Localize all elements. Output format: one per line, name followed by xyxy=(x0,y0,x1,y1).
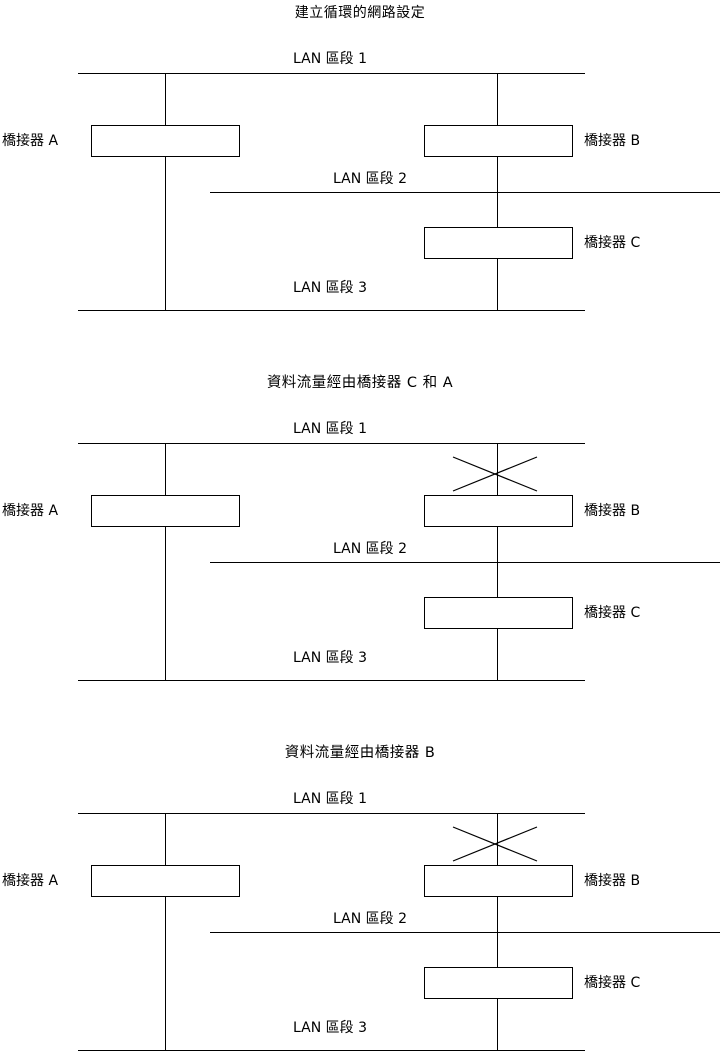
lan-segment-2-label: LAN 區段 2 xyxy=(333,911,407,927)
bridge-b-label: 橋接器 B xyxy=(584,873,641,889)
lan-segment-3-label: LAN 區段 3 xyxy=(293,280,367,296)
panel-title: 建立循環的網路設定 xyxy=(294,5,426,21)
bridge-b-link-line xyxy=(497,73,498,310)
bridge-b-label: 橋接器 B xyxy=(584,133,641,149)
diagram-panel-2: 資料流量經由橋接器 C 和 A LAN 區段 1 橋接器 A 橋接器 B LAN… xyxy=(0,370,720,740)
bridge-a-label: 橋接器 A xyxy=(2,503,59,519)
lan-segment-1-bus xyxy=(78,813,585,814)
lan-segment-1-label: LAN 區段 1 xyxy=(293,421,367,437)
blocked-link-x-icon xyxy=(452,455,538,493)
bridge-c-label: 橋接器 C xyxy=(584,975,641,991)
bridge-b-box xyxy=(424,865,573,897)
lan-segment-3-bus xyxy=(78,310,585,311)
lan-segment-1-bus xyxy=(78,443,585,444)
lan-segment-1-bus xyxy=(78,73,585,74)
lan-segment-1-label: LAN 區段 1 xyxy=(293,51,367,67)
bridge-a-box xyxy=(91,125,240,157)
bridge-b-link-line xyxy=(497,813,498,1050)
bridge-a-label: 橋接器 A xyxy=(2,133,59,149)
lan-segment-1-label: LAN 區段 1 xyxy=(293,791,367,807)
bridge-a-box xyxy=(91,865,240,897)
panel-title: 資料流量經由橋接器 B xyxy=(284,745,436,761)
bridge-a-link-line xyxy=(165,813,166,1050)
lan-segment-3-label: LAN 區段 3 xyxy=(293,1020,367,1036)
lan-segment-2-label: LAN 區段 2 xyxy=(333,541,407,557)
bridge-a-label: 橋接器 A xyxy=(2,873,59,889)
bridge-c-box xyxy=(424,967,573,999)
lan-segment-2-label: LAN 區段 2 xyxy=(333,171,407,187)
bridge-b-link-line xyxy=(497,443,498,680)
bridge-b-label: 橋接器 B xyxy=(584,503,641,519)
bridge-b-box xyxy=(424,495,573,527)
diagram-panel-1: 建立循環的網路設定 LAN 區段 1 橋接器 A 橋接器 B LAN 區段 2 … xyxy=(0,0,720,370)
bridge-a-link-line xyxy=(165,73,166,310)
lan-segment-3-label: LAN 區段 3 xyxy=(293,650,367,666)
bridge-c-label: 橋接器 C xyxy=(584,605,641,621)
bridge-a-link-line xyxy=(165,443,166,680)
lan-segment-3-bus xyxy=(78,680,585,681)
lan-segment-2-bus xyxy=(210,192,720,193)
panel-title: 資料流量經由橋接器 C 和 A xyxy=(266,375,454,391)
bridge-a-box xyxy=(91,495,240,527)
diagram-panel-3: 資料流量經由橋接器 B LAN 區段 1 橋接器 A 橋接器 B LAN 區段 … xyxy=(0,740,720,1051)
bridge-c-label: 橋接器 C xyxy=(584,235,641,251)
bridge-b-box xyxy=(424,125,573,157)
lan-segment-2-bus xyxy=(210,932,720,933)
blocked-link-x-icon xyxy=(452,825,538,863)
lan-segment-2-bus xyxy=(210,562,720,563)
bridge-c-box xyxy=(424,227,573,259)
bridge-c-box xyxy=(424,597,573,629)
